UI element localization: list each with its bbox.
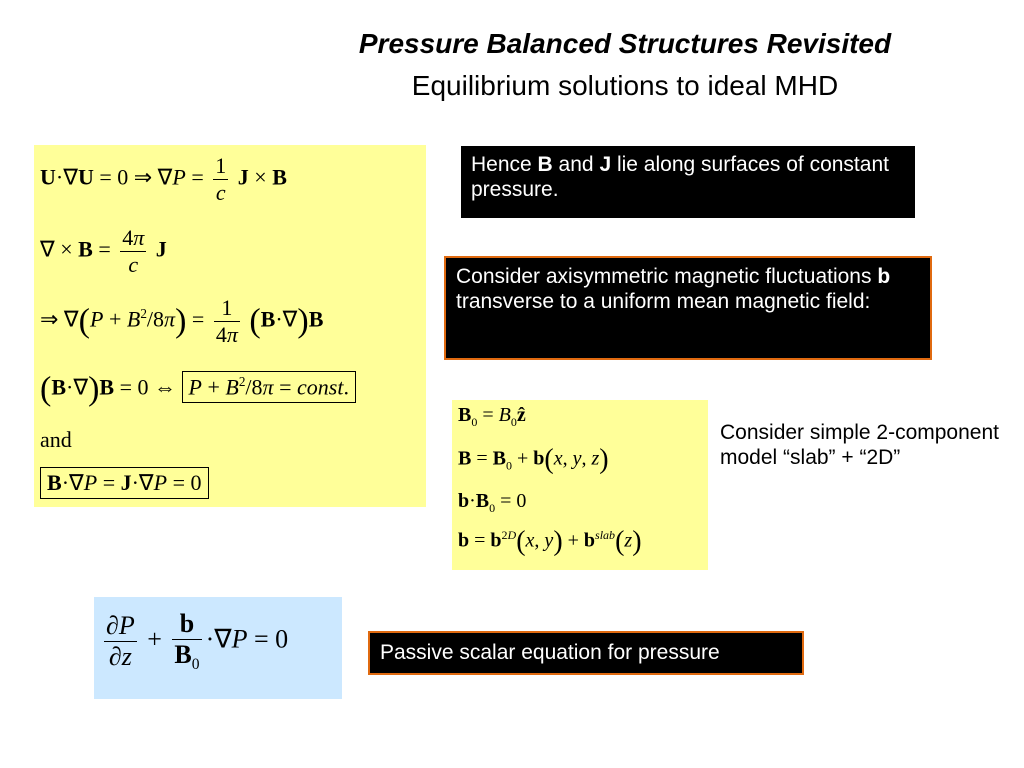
equation-grad-p: B·∇P = J·∇P = 0 (40, 467, 209, 499)
equation-box-field-model: B0 = B0ẑ B = B0 + b(x, y, z) b·B0 = 0 b … (452, 400, 708, 570)
note-passive-scalar: Passive scalar equation for pressure (368, 631, 804, 675)
equation-total-field: B = B0 + b(x, y, z) (458, 444, 609, 475)
equation-const-pressure: (B·∇)B = 0 ⇔ P + B2/8π = const. (40, 371, 356, 406)
equation-transverse: b·B0 = 0 (458, 490, 527, 515)
title-main: Pressure Balanced Structures Revisited (358, 28, 892, 59)
and-label: and (40, 427, 72, 452)
note-hence: Hence B and J lie along surfaces of cons… (461, 146, 915, 218)
title-subtitle: Equilibrium solutions to ideal MHD (411, 70, 839, 101)
note-axisymmetric: Consider axisymmetric magnetic fluctuati… (444, 256, 932, 360)
equation-slab-2d: b = b2D(x, y) + bslab(z) (458, 526, 642, 558)
note-simple-model: Consider simple 2-component model “slab”… (720, 421, 999, 469)
equation-mean-field: B0 = B0ẑ (458, 404, 526, 429)
